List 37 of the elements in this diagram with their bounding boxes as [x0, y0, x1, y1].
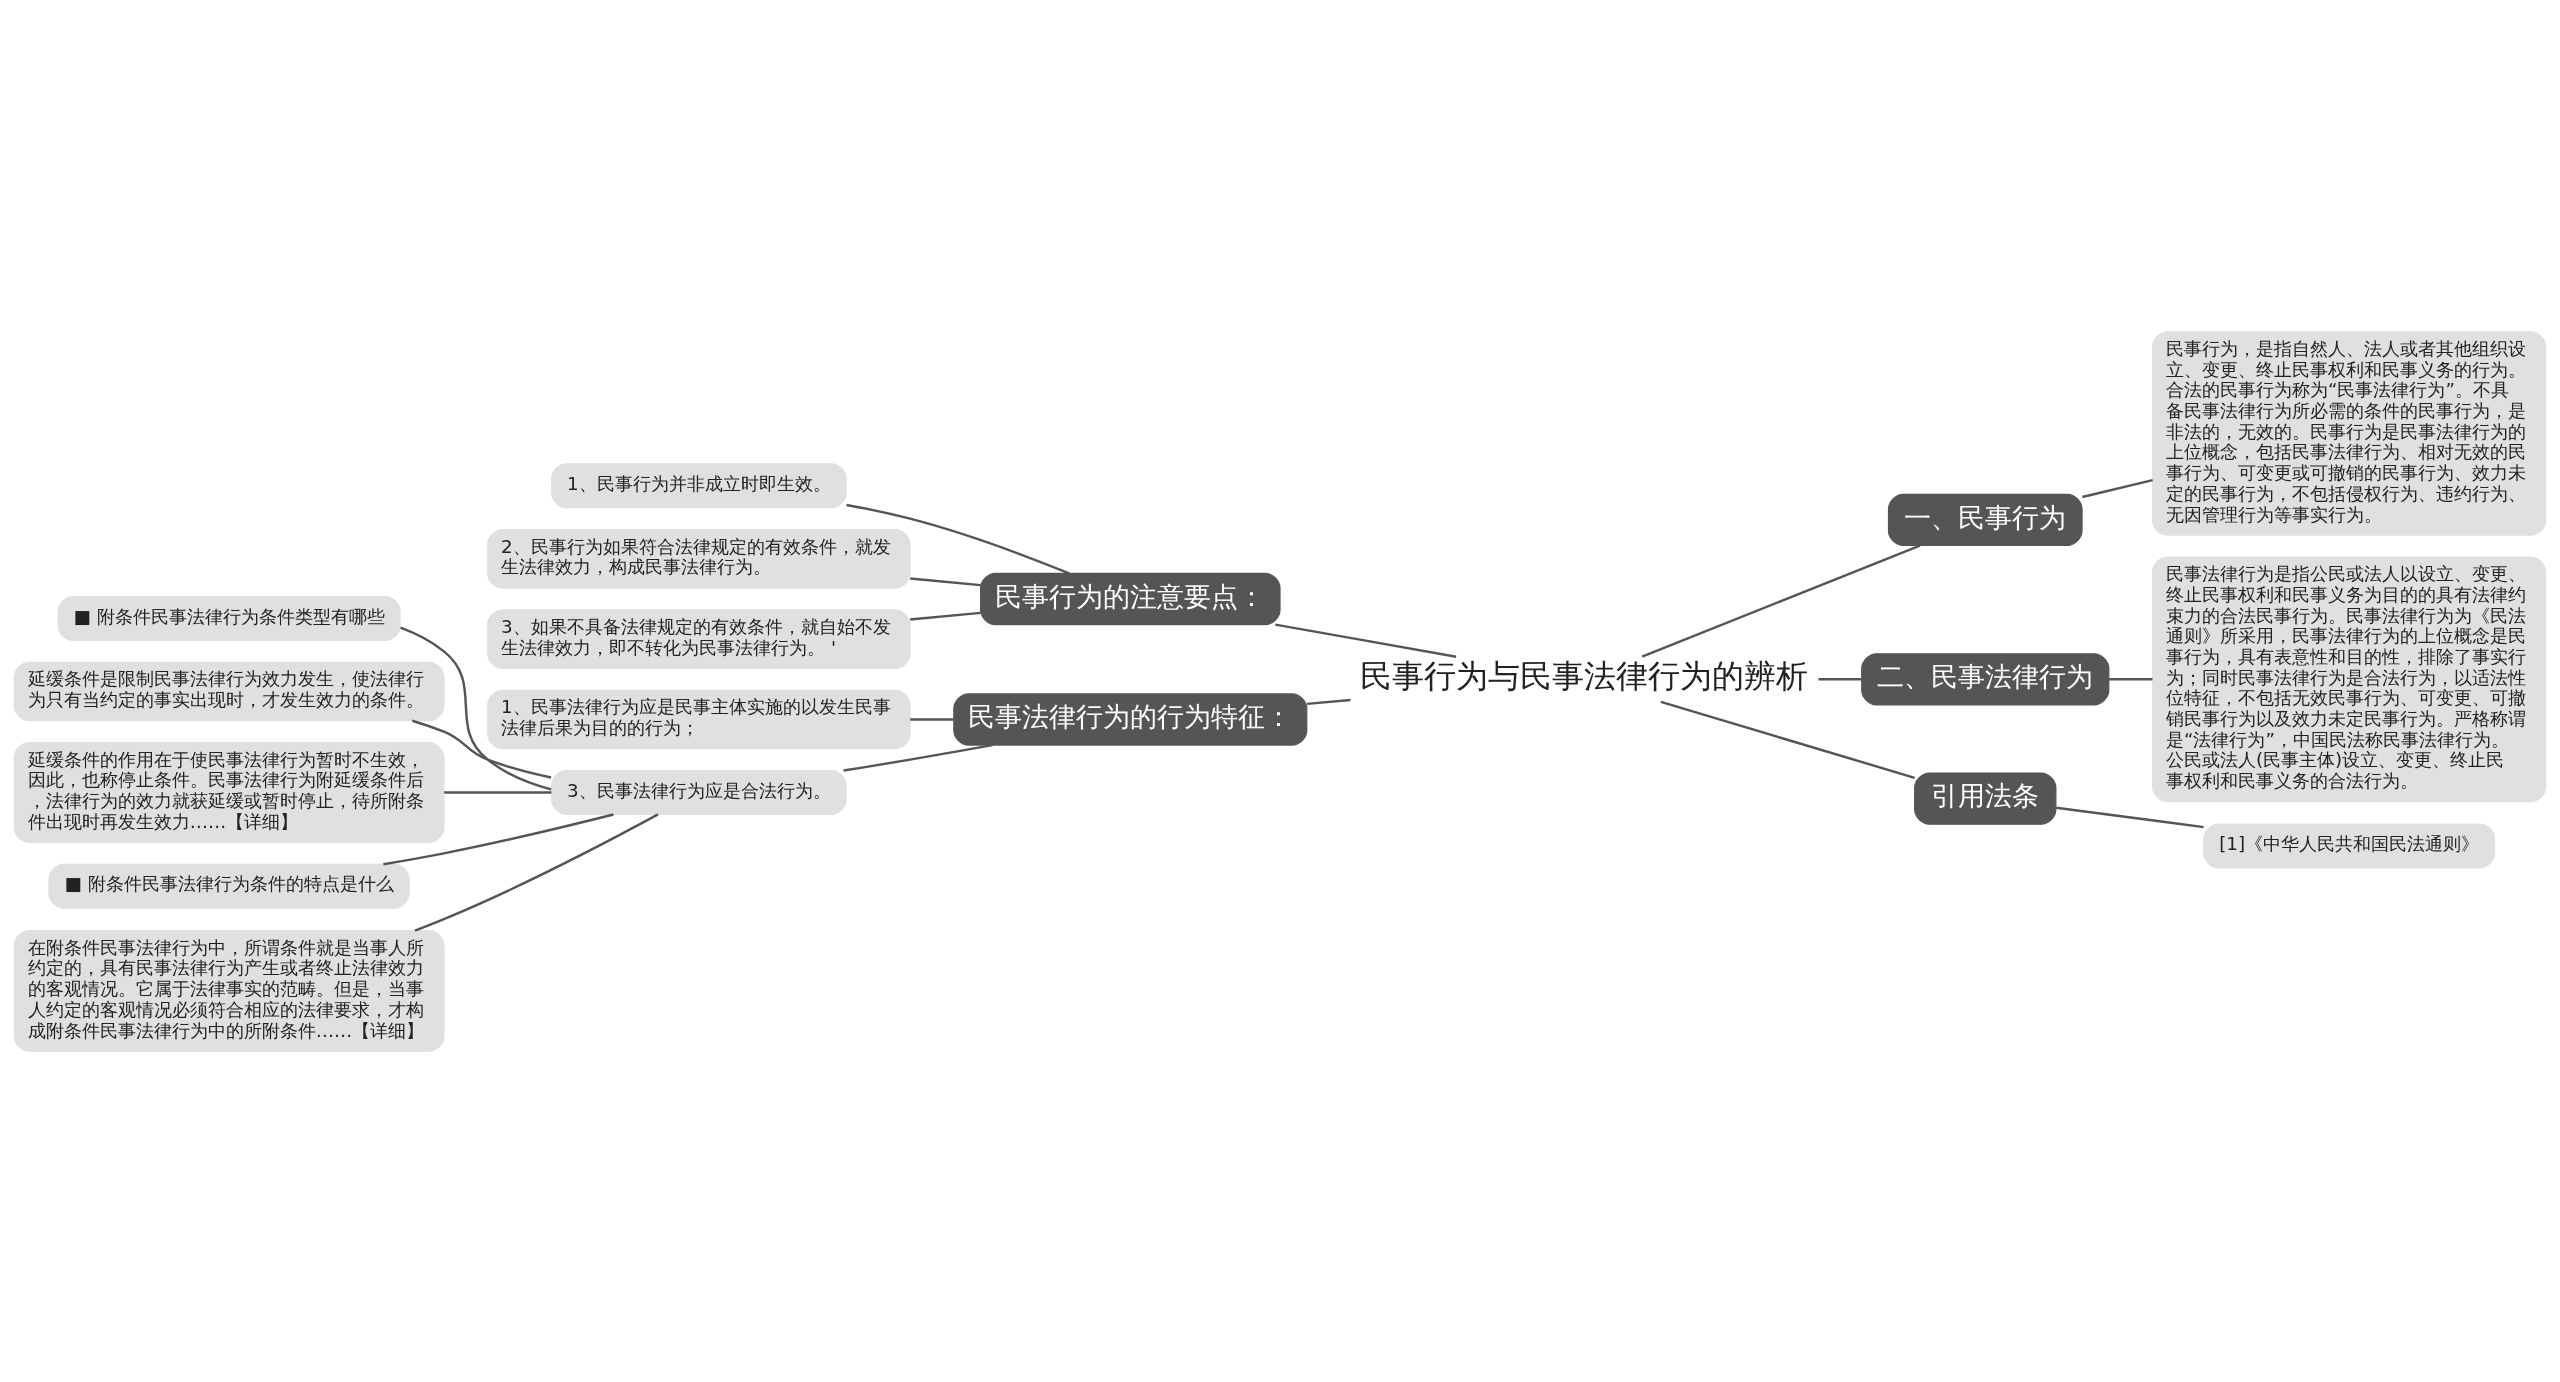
node-box: 民事行为，是指自然人、法人或者其他组织设立、变更、终止民事权利和民事义务的行为。合法的民事行为称为“民事法律行为”。不具备民事法律行为所必需的条件的民事行为，是非法的，无效的。民事行为是民事法律行为的上位概念，包括民事法律行为、相对无效的民事行为、可变更或可撤销的民事行为、效力未定的民事行为，不包括侵权行为、违约行为、无因管理行为等事实行为。: [2152, 330, 2547, 536]
connector: [1660, 700, 1915, 779]
node-box: ■ 附条件民事法律行为条件类型有哪些: [57, 595, 401, 641]
node-box: 引用法条: [1914, 771, 2057, 825]
node-box: 民事法律行为的行为特征：: [953, 692, 1308, 746]
connector: [846, 503, 1070, 575]
node-box: 民事行为的注意要点：: [980, 572, 1281, 625]
connector: [2056, 806, 2204, 828]
connector: [400, 626, 552, 791]
connector: [1306, 698, 1351, 705]
node-text: 民事行为与民事法律行为的辨析: [1360, 657, 1809, 694]
connector: [2108, 677, 2153, 681]
node-box: 一、民事行为: [1887, 493, 2083, 546]
connector: [414, 812, 659, 932]
node-box: 1、民事行为并非成立时即生效。: [551, 462, 847, 508]
node-box: 延缓条件的作用在于使民事法律行为暂时不生效，因此，也称停止条件。民事法律行为附延缓条件后，法律行为的效力就获延缓或暂时停止，待所附条件出现时再发生效力……【详细】: [13, 741, 445, 843]
node-box: 在附条件民事法律行为中，所谓条件就是当事人所约定的，具有民事法律行为产生或者终止法律效力的客观情况。它属于法律事实的范畴。但是，当事人约定的客观情况必须符合相应的法律要求，才构成附条件民事法律行为中的所附条件……【详细】: [13, 929, 445, 1052]
node-box: 1、民事法律行为应是民事主体实施的以发生民事法律后果为目的的行为；: [487, 689, 911, 749]
connector: [910, 717, 954, 721]
connector: [910, 611, 981, 621]
node-box: 3、如果不具备法律规定的有效条件，就自始不发生法律效力，即不转化为民事法律行为。 ': [487, 608, 911, 669]
connector: [910, 576, 981, 586]
connector: [1275, 622, 1457, 658]
node-box: 2、民事行为如果符合法律规定的有效条件，就发生法律效力，构成民事法律行为。: [487, 528, 911, 589]
node-box: 二、民事法律行为: [1861, 652, 2110, 705]
node-box: 延缓条件是限制民事法律行为效力发生，使法律行为只有当约定的事实出现时，才发生效力的条件。: [13, 661, 445, 721]
node-box: ■ 附条件民事法律行为条件的特点是什么: [48, 863, 410, 909]
connector: [383, 812, 614, 865]
node-box: [1]《中华人民共和国民法通则》: [2203, 823, 2496, 869]
connector: [411, 719, 552, 779]
connector: [2082, 478, 2153, 498]
node-box: 民事法律行为是指公民或法人以设立、变更、终止民事权利和民事义务为目的的具有法律约束力的合法民事行为。民事法律行为为《民法通则》所采用，民事法律行为的上位概念是民事行为，具有表意性和目的性，排除了事实行为；同时民事法律行为是合法行为，以适法性位特征，不包括无效民事行为、可变更、可撤销民事行为以及效力未定民事行为。严格称谓是“法律行为”，中国民法称民事法律行为。公民或法人(民事主体)设立、变更、终止民事权利和民事义务的合法行为。: [2152, 555, 2547, 802]
connector: [444, 790, 552, 794]
connector: [1641, 543, 1921, 658]
node-box: 3、民事法律行为应是合法行为。: [551, 769, 847, 815]
connector: [1818, 677, 1862, 681]
connector: [843, 743, 993, 772]
